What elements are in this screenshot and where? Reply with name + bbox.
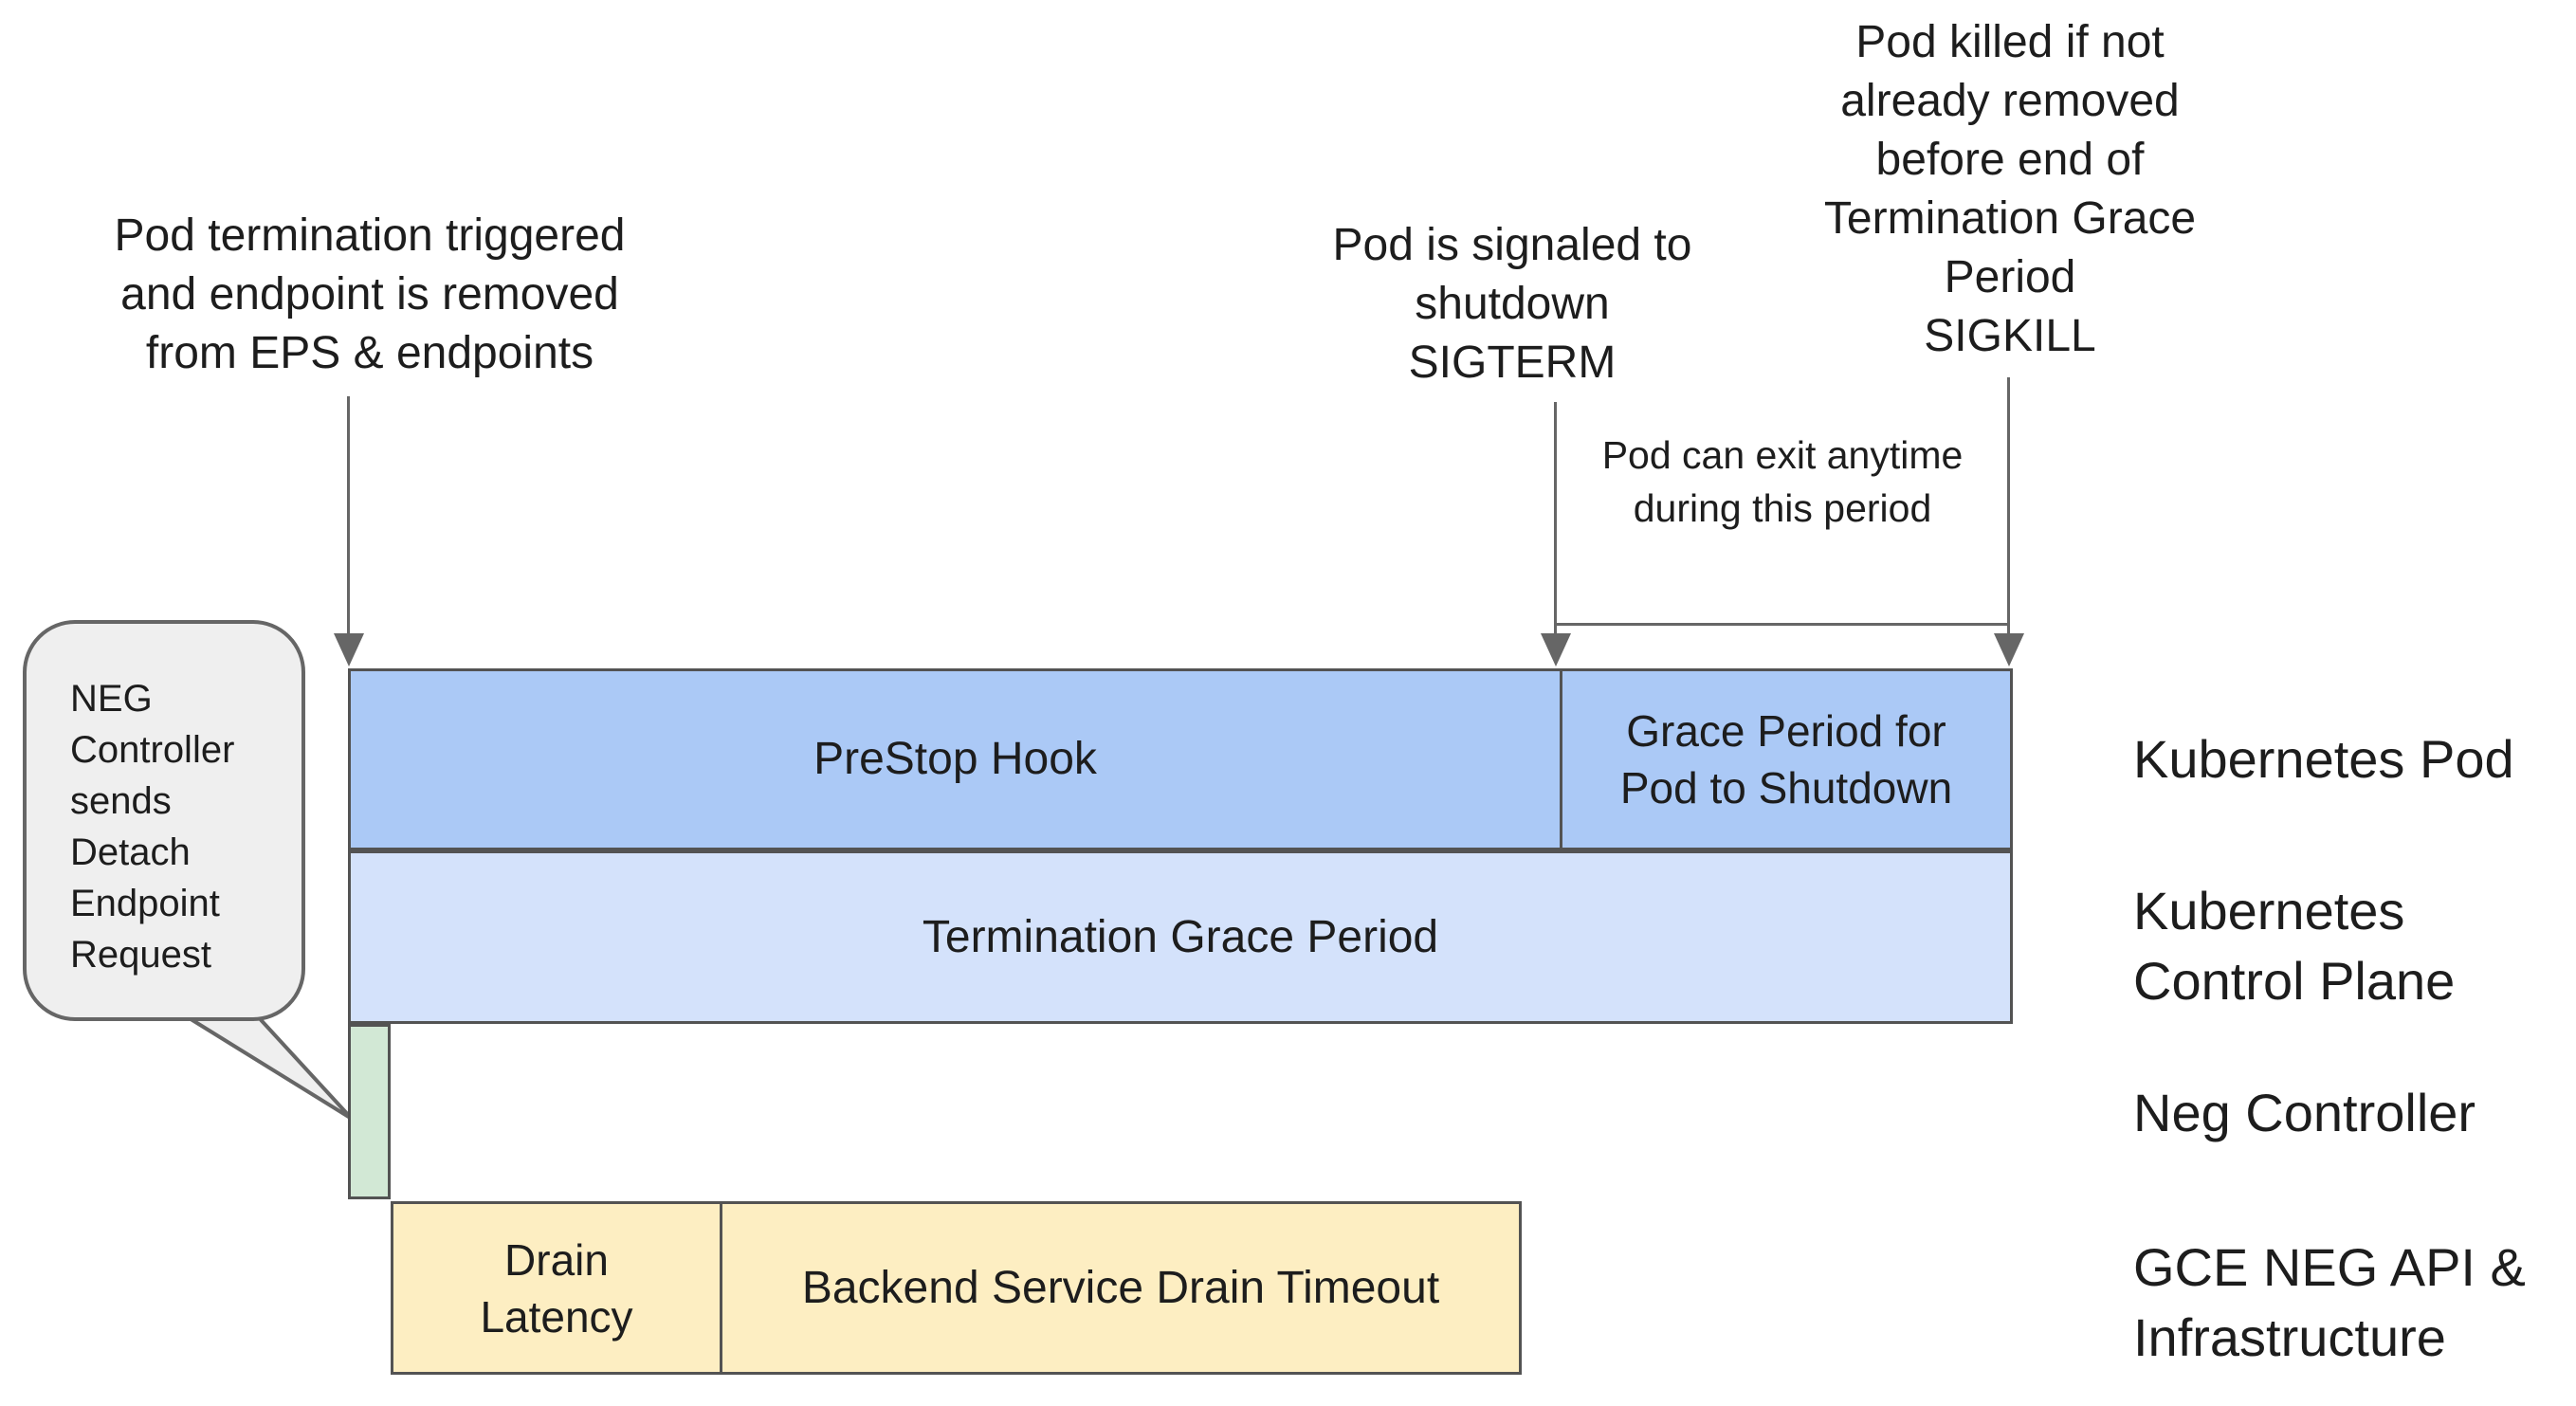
bar-gce-neg-row: Drain Latency Backend Service Drain Time… bbox=[391, 1201, 1522, 1375]
sigkill-arrow-head-icon bbox=[1994, 633, 2024, 666]
lane-label-gce-neg-api: GCE NEG API & Infrastructure bbox=[2133, 1237, 2526, 1367]
drain-latency-label: Drain Latency bbox=[480, 1234, 633, 1342]
backend-drain-timeout-label: Backend Service Drain Timeout bbox=[801, 1262, 1440, 1313]
pod-termination-arrow-stem bbox=[347, 396, 350, 633]
pod-termination-arrow-head-icon bbox=[334, 633, 364, 666]
termination-grace-period-label: Termination Grace Period bbox=[922, 911, 1439, 962]
annotation-pod-can-exit: Pod can exit anytime during this period bbox=[1601, 433, 1964, 530]
sigterm-arrow-stem bbox=[1554, 402, 1557, 633]
grace-period-label: Grace Period for Pod to Shutdown bbox=[1619, 706, 1953, 813]
lane-label-neg-controller: Neg Controller bbox=[2133, 1083, 2476, 1142]
annotation-pod-termination-removed: Pod termination triggered and endpoint i… bbox=[114, 210, 626, 378]
bar-termination-grace-period: Termination Grace Period bbox=[348, 850, 2013, 1024]
sigterm-arrow-head-icon bbox=[1541, 633, 1571, 666]
sigkill-arrow-stem bbox=[2007, 377, 2010, 633]
annotation-pod-killed-sigkill: Pod killed if not already removed before… bbox=[1823, 17, 2197, 361]
prestop-hook-label: PreStop Hook bbox=[813, 734, 1097, 784]
segment-drain-latency: Drain Latency bbox=[393, 1204, 722, 1372]
lane-label-kubernetes-pod: Kubernetes Pod bbox=[2133, 729, 2514, 789]
speech-bubble-neg-controller: NEG Controller sends Detach Endpoint Req… bbox=[23, 620, 305, 1021]
bar-neg-controller-green bbox=[348, 1024, 391, 1199]
exit-period-connector-line bbox=[1556, 623, 2009, 626]
segment-grace-period: Grace Period for Pod to Shutdown bbox=[1562, 671, 2010, 848]
annotation-pod-signaled-sigterm: Pod is signaled to shutdown SIGTERM bbox=[1332, 220, 1692, 388]
segment-prestop-hook: PreStop Hook bbox=[351, 671, 1562, 848]
segment-backend-drain-timeout: Backend Service Drain Timeout bbox=[722, 1204, 1519, 1372]
lane-label-kubernetes-control-plane: Kubernetes Control Plane bbox=[2133, 881, 2456, 1011]
bar-kubernetes-pod-row: PreStop Hook Grace Period for Pod to Shu… bbox=[348, 668, 2013, 850]
